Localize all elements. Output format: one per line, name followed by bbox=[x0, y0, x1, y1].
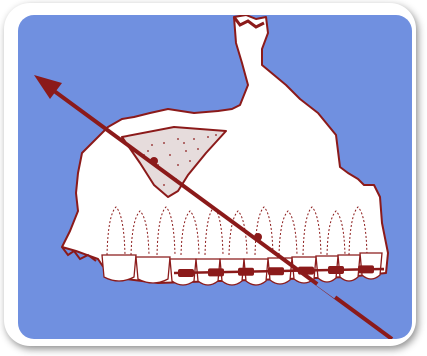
image-frame bbox=[4, 3, 416, 346]
stipple-dot bbox=[147, 150, 149, 152]
stipple-dot bbox=[183, 142, 185, 144]
stipple-dot bbox=[193, 138, 195, 140]
stipple-dot bbox=[151, 144, 153, 146]
stipple-dot bbox=[185, 150, 187, 152]
tooth-crown bbox=[102, 255, 136, 281]
bracket bbox=[328, 266, 344, 274]
diagram-panel bbox=[18, 15, 412, 339]
tooth-center-dot bbox=[254, 233, 262, 241]
stipple-dot bbox=[177, 138, 179, 140]
bracket bbox=[208, 268, 224, 276]
maxilla-diagram bbox=[18, 15, 412, 339]
stipple-dot bbox=[163, 142, 165, 144]
stipple-dot bbox=[189, 160, 191, 162]
stipple-dot bbox=[215, 134, 217, 136]
tooth-crown bbox=[136, 257, 170, 283]
stipple-dot bbox=[163, 184, 165, 186]
bracket bbox=[268, 267, 284, 275]
bracket bbox=[178, 269, 194, 277]
stipple-dot bbox=[177, 164, 179, 166]
center-of-resistance-dot bbox=[150, 157, 158, 165]
bracket bbox=[358, 265, 374, 273]
stipple-dot bbox=[207, 136, 209, 138]
stipple-dot bbox=[197, 148, 199, 150]
stipple-dot bbox=[169, 154, 171, 156]
bracket bbox=[238, 268, 254, 276]
